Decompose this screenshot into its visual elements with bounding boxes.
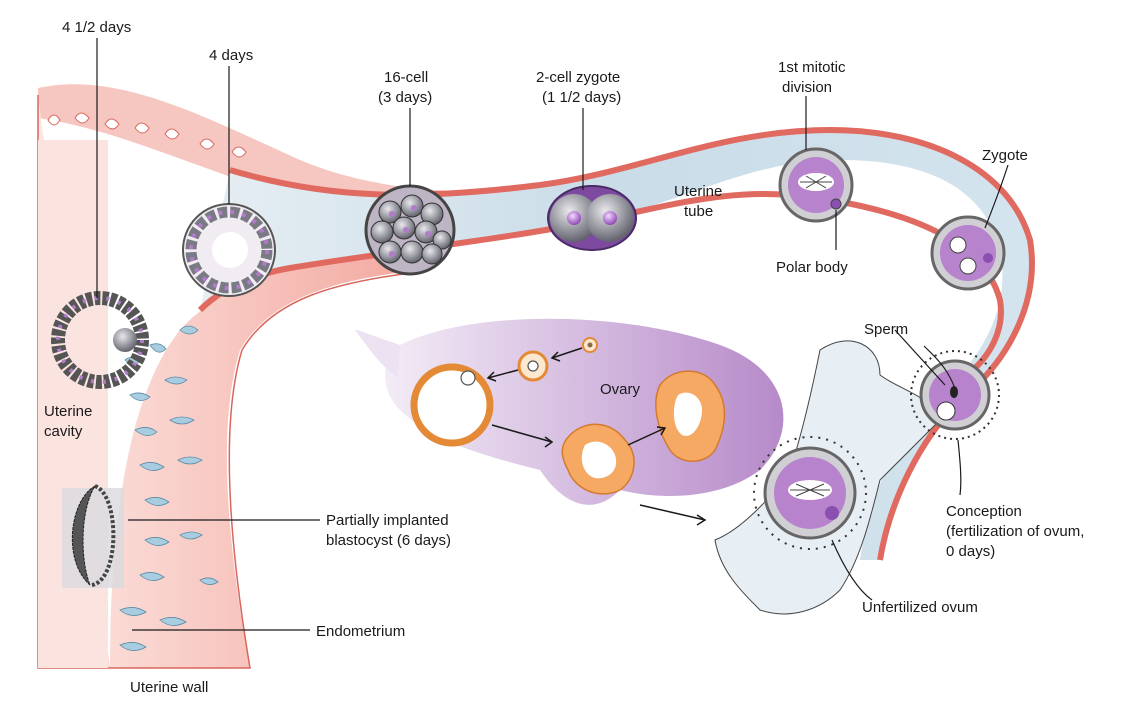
label-implanted-2: blastocyst (6 days) bbox=[326, 532, 451, 549]
label-4-5-days: 4 1/2 days bbox=[62, 19, 131, 36]
label-4-days: 4 days bbox=[209, 47, 253, 64]
label-sperm: Sperm bbox=[864, 321, 908, 338]
label-uterine-cavity-1: Uterine bbox=[44, 403, 92, 420]
label-ovary: Ovary bbox=[600, 381, 641, 398]
two-cell-zygote bbox=[547, 185, 637, 251]
label-uterine-tube-1: Uterine bbox=[674, 183, 722, 200]
label-unfertilized-ovum: Unfertilized ovum bbox=[862, 599, 978, 616]
unfertilized-ovum bbox=[753, 436, 867, 550]
label-conception-2: (fertilization of ovum, bbox=[946, 523, 1084, 540]
implanted-blastocyst bbox=[62, 484, 124, 588]
label-endometrium: Endometrium bbox=[316, 623, 405, 640]
labels: 4 1/2 days 4 days 16-cell (3 days) 2-cel… bbox=[44, 19, 1084, 696]
label-2-cell-zygote: 2-cell zygote bbox=[536, 69, 620, 86]
label-polar-body: Polar body bbox=[776, 259, 848, 276]
label-1st-mitotic: 1st mitotic bbox=[778, 59, 846, 76]
leader-lines bbox=[96, 38, 1009, 631]
blastocyst-4-5-days bbox=[51, 291, 149, 389]
label-uterine-wall: Uterine wall bbox=[130, 679, 208, 696]
label-16-cell-days: (3 days) bbox=[378, 89, 432, 106]
label-division: division bbox=[782, 79, 832, 96]
ovary-follicles bbox=[410, 337, 726, 495]
endometrial-glands bbox=[119, 325, 219, 651]
label-conception-3: 0 days) bbox=[946, 543, 995, 560]
label-16-cell: 16-cell bbox=[384, 69, 428, 86]
ovary-arrows bbox=[486, 347, 707, 526]
label-implanted-1: Partially implanted bbox=[326, 512, 449, 529]
morula-16-cell bbox=[364, 184, 456, 276]
morula-4-days bbox=[182, 203, 276, 297]
upper-tissue-folds bbox=[47, 112, 247, 158]
label-conception-1: Conception bbox=[946, 503, 1022, 520]
zygote bbox=[930, 215, 1006, 291]
label-uterine-tube-2: tube bbox=[684, 203, 713, 220]
label-zygote: Zygote bbox=[982, 147, 1028, 164]
first-mitotic-division bbox=[778, 147, 854, 223]
label-2-cell-days: (1 1/2 days) bbox=[542, 89, 621, 106]
label-uterine-cavity-2: cavity bbox=[44, 423, 83, 440]
